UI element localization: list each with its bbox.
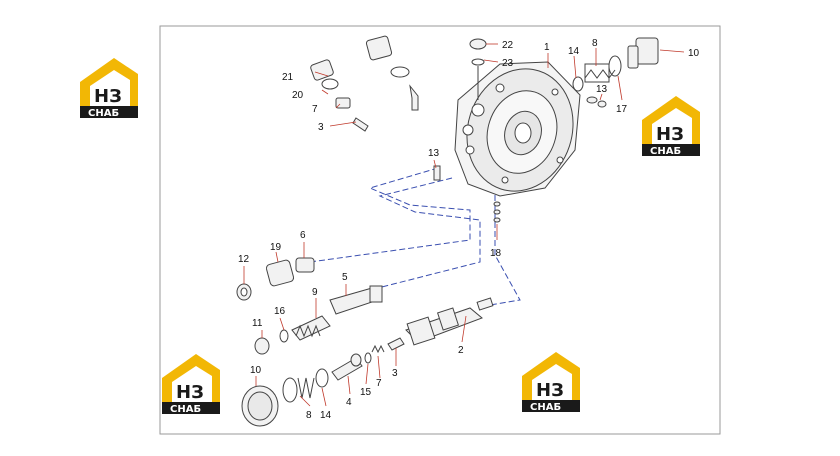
fitting-18: [493, 201, 501, 223]
logo-letters: НЗ: [656, 124, 684, 145]
callout-22: 22: [502, 40, 514, 51]
callout-6: 6: [300, 230, 306, 241]
fitting-13-left: [433, 165, 441, 181]
callout-17: 17: [616, 104, 628, 115]
callout-9: 9: [312, 287, 318, 298]
callout-3-bottom: 3: [392, 368, 398, 379]
pump-housing: [454, 61, 581, 197]
spool-5: [329, 285, 383, 315]
plug-10-top: [608, 37, 659, 77]
callout-1: 1: [544, 42, 550, 53]
spring-8-bottom: [282, 377, 315, 403]
callout-18: 18: [490, 248, 502, 259]
washer-14-bottom: [315, 368, 329, 388]
callout-23: 23: [502, 58, 514, 69]
logo-watermark-4: НЗ СНАБ: [522, 352, 580, 413]
piston-4: [331, 353, 363, 381]
callout-19: 19: [270, 242, 282, 253]
callout-2: 2: [458, 345, 464, 356]
ring-15: [364, 352, 372, 364]
callout-11: 11: [252, 318, 263, 329]
pin-19: [265, 259, 295, 287]
assembly-path-lines: [309, 167, 521, 306]
callout-7-top: 7: [312, 104, 318, 115]
callout-21: 21: [282, 72, 294, 83]
plug-12: [236, 283, 252, 301]
logo-word: СНАБ: [170, 404, 201, 415]
logo-word: СНАБ: [530, 402, 561, 413]
callout-3-top: 3: [318, 122, 324, 133]
callout-14-bottom: 14: [320, 410, 332, 421]
callout-10-bottom: 10: [250, 365, 262, 376]
callout-4: 4: [346, 397, 352, 408]
spring-7-bottom: [371, 344, 385, 354]
callout-15: 15: [360, 387, 372, 398]
spring-9: [291, 315, 331, 341]
callout-5: 5: [342, 272, 348, 283]
logo-watermark-3: НЗ СНАБ: [162, 354, 220, 415]
logo-letters: НЗ: [536, 380, 564, 401]
callout-numbers: 1 22 23 14 8 10 13 17 21 20 7 3 13 18 12…: [238, 38, 700, 421]
callout-13-left: 13: [428, 148, 440, 159]
plug-top-center: [365, 35, 419, 111]
callout-7-bottom: 7: [376, 378, 382, 389]
callout-20: 20: [292, 90, 304, 101]
spool-2: [405, 297, 494, 346]
washer-14-top: [572, 76, 584, 92]
callout-10-top: 10: [688, 48, 700, 59]
logo-word: СНАБ: [88, 108, 119, 119]
leader-lines: [243, 43, 685, 407]
callout-16: 16: [274, 306, 286, 317]
callout-8-top: 8: [592, 38, 598, 49]
plug-11: [254, 337, 270, 355]
callout-13-top: 13: [596, 84, 608, 95]
plug-10-bottom: [241, 385, 279, 427]
ring-16: [279, 329, 289, 343]
callout-14-top: 14: [568, 46, 580, 57]
logo-word: СНАБ: [650, 146, 681, 157]
pin-3-bottom: [387, 337, 405, 351]
callout-12: 12: [238, 254, 250, 265]
ball-13-top: [586, 96, 607, 108]
logo-watermark-1: НЗ СНАБ: [80, 58, 138, 119]
logo-letters: НЗ: [94, 86, 122, 107]
spring-8-top: [584, 63, 616, 83]
logo-watermark-2: НЗ СНАБ: [642, 96, 700, 157]
plunger-6: [295, 257, 315, 273]
plug-22: [469, 38, 487, 100]
callout-8-bottom: 8: [306, 410, 312, 421]
plug-21: [310, 59, 369, 132]
logo-letters: НЗ: [176, 382, 204, 403]
diagram-frame: [159, 25, 721, 435]
